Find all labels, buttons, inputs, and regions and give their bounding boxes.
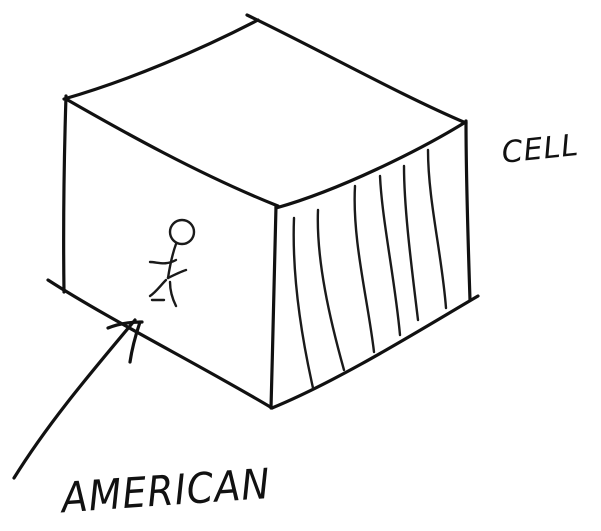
cube-top-right-edge (276, 123, 464, 208)
arrow-icon (14, 320, 142, 478)
cell-bar-4 (380, 176, 400, 335)
cube-top-front-edge (66, 99, 278, 206)
cell-bar-2 (318, 210, 344, 370)
cube-top-back-right-edge (247, 15, 466, 123)
cube-left-vertical-edge (64, 96, 66, 292)
cube-right-vertical-edge (466, 121, 470, 300)
cell-bar-1 (294, 218, 313, 388)
cell-bar-6 (428, 150, 446, 308)
cube-center-vertical-edge (271, 206, 276, 408)
cube-top-back-left-edge (64, 20, 258, 99)
cell-bar-3 (355, 186, 374, 352)
stick-figure-icon (150, 220, 194, 306)
cell-bar-5 (404, 166, 418, 320)
